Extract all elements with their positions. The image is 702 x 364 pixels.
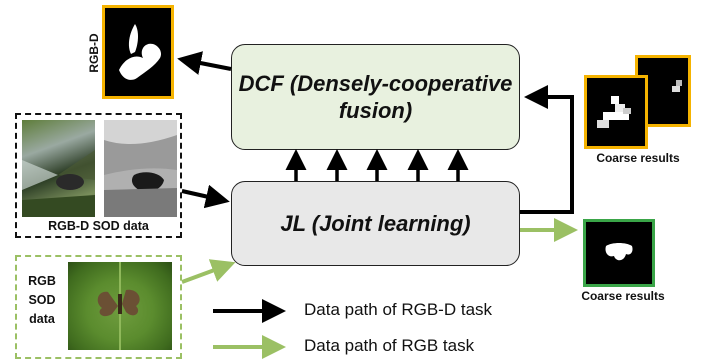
coarse-result-front (584, 75, 648, 149)
coarse-results-label-bottom: Coarse results (581, 289, 665, 303)
dcf-title-line2: fusion) (338, 98, 413, 123)
arrow-rgbd-data-to-jl (181, 184, 230, 209)
rgbd-depth-image (104, 120, 177, 217)
rgb-label-line3: data (29, 312, 55, 326)
rgb-label-line1: RGB (28, 274, 56, 288)
arrow-dcf-to-prediction (177, 51, 232, 75)
legend-rgbd-path-label: Data path of RGB-D task (304, 300, 493, 319)
jl-module-box: JL (Joint learning) (231, 181, 520, 266)
jl-title: JL (Joint learning) (280, 211, 471, 236)
rgbd-prediction-map (102, 5, 174, 99)
dcf-module-box: DCF (Densely-cooperative fusion) (231, 44, 520, 150)
rgbd-rgb-image (22, 120, 95, 217)
rgb-label-line2: SOD (28, 293, 56, 307)
rgbd-sod-data-label: RGB-D SOD data (48, 219, 149, 233)
arrow-jl-coarse-to-dcf (520, 85, 574, 214)
arrow-rgb-data-to-jl (181, 259, 236, 284)
coarse-result-rgb (583, 219, 655, 287)
dcf-title-line1: DCF (Densely-cooperative (238, 71, 513, 96)
legend-rgb-path-label: Data path of RGB task (304, 336, 475, 355)
rgb-sod-data-label: RGB SOD data (22, 272, 62, 329)
coarse-results-label-top: Coarse results (596, 151, 680, 165)
rgb-butterfly-image (68, 262, 172, 350)
bird-silhouette (119, 24, 162, 80)
